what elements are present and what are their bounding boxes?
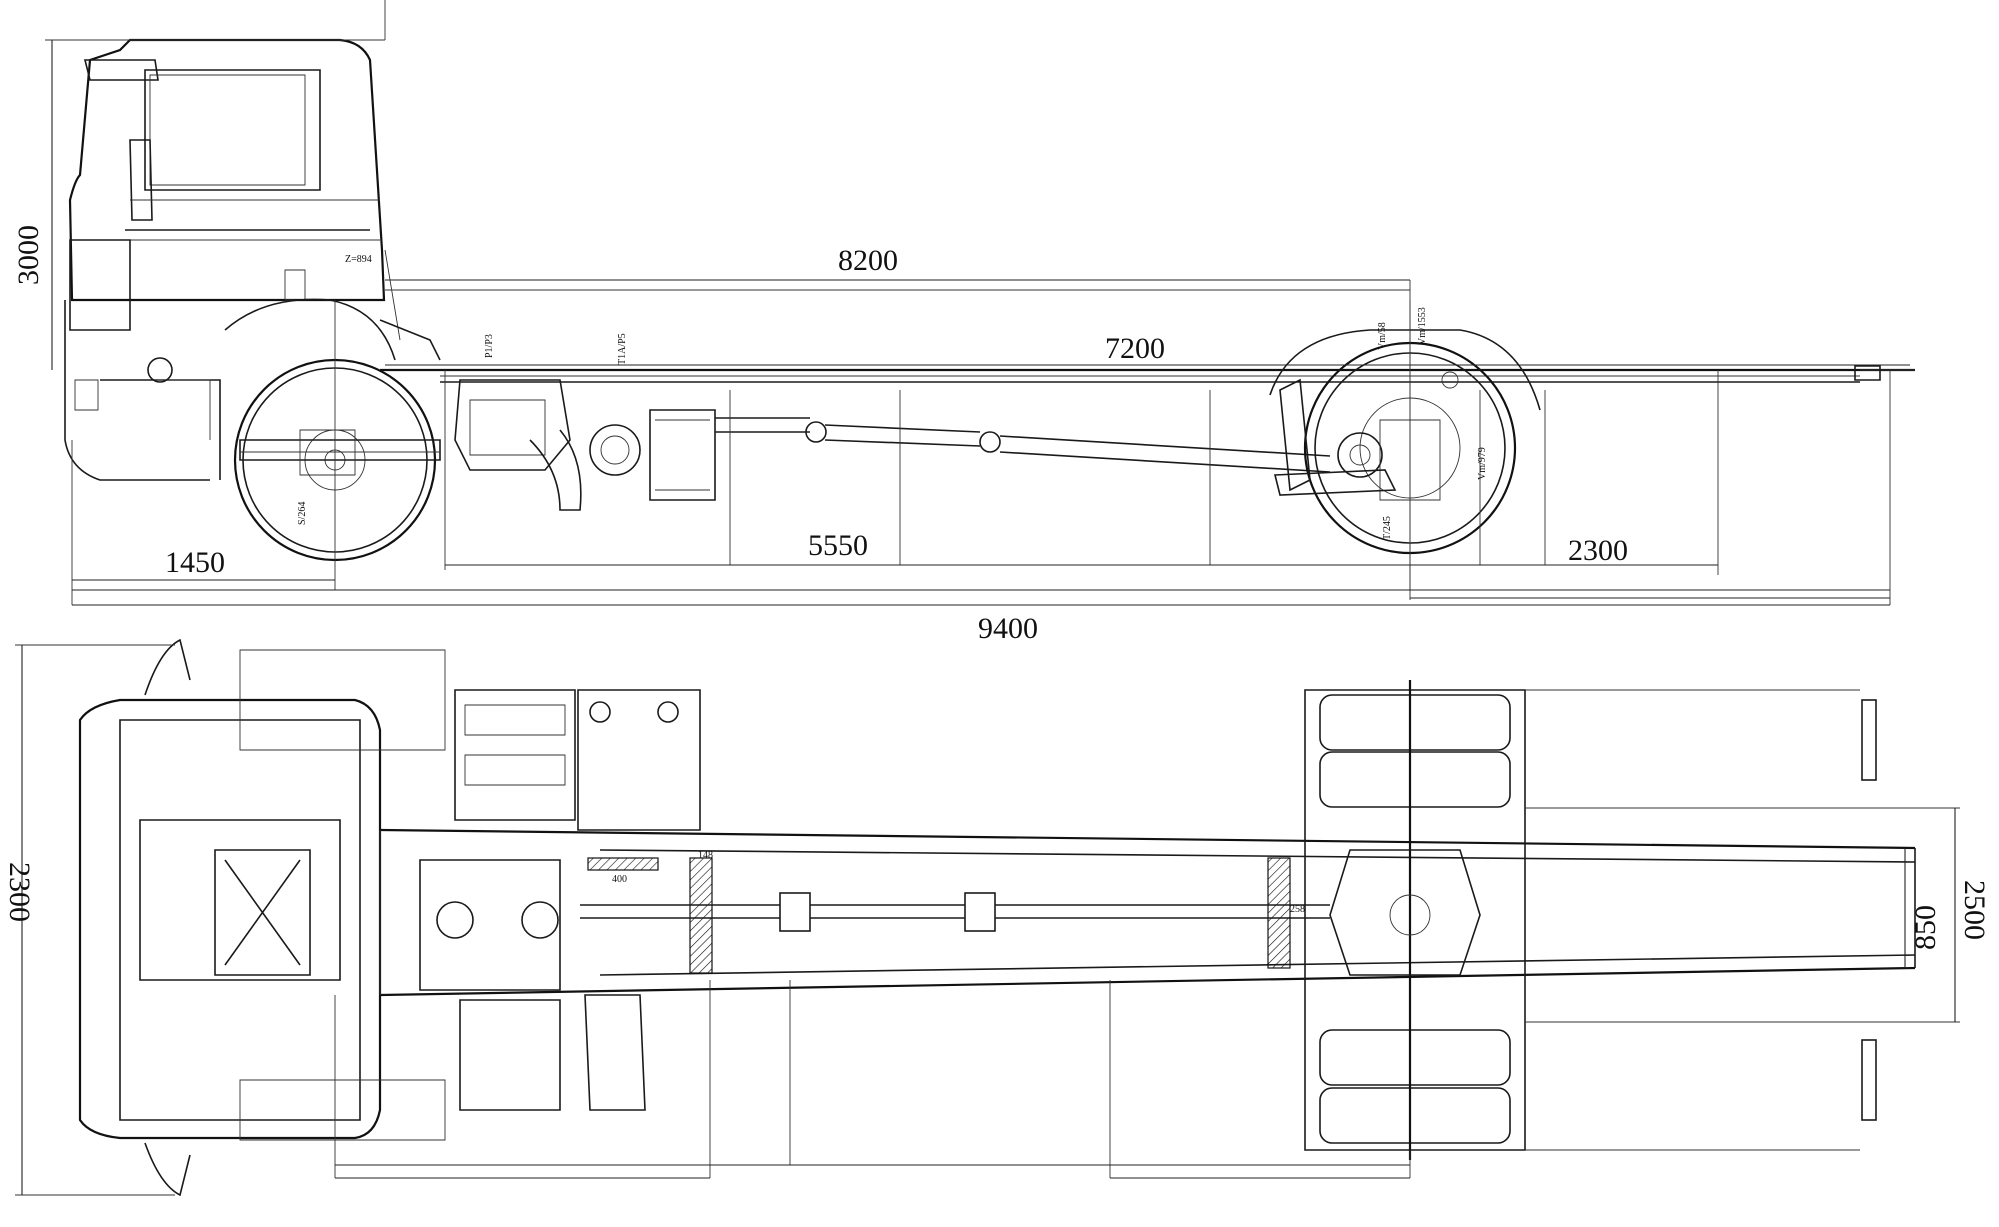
- label-vm1553: Vm/1553: [1417, 307, 1428, 345]
- dim-front-overhang: 1450: [72, 546, 335, 581]
- fuel-tank-side: [649, 409, 716, 501]
- frame-top: [379, 828, 1916, 997]
- front-wheel-side: [233, 358, 441, 562]
- label-t245: T/245: [1382, 516, 1393, 540]
- dim-front-overhang-label: 1450: [165, 546, 225, 579]
- top-small-labels: 148 400 258: [612, 850, 1305, 915]
- side-small-labels: Z=894 P1/P3 T1A/P5 Vm/58 Vm/1553 S/264 V…: [297, 254, 1488, 540]
- crossmembers: [587, 857, 1291, 974]
- dim-overall-length-label: 9400: [978, 612, 1038, 645]
- dim-middle-label: 5550: [808, 529, 868, 562]
- rear-lights-top: [1861, 699, 1877, 1121]
- label-vm979: Vm/979: [1477, 447, 1488, 480]
- dim-overall-width-label: 2500: [1958, 880, 1991, 940]
- label-z894: Z=894: [345, 254, 372, 265]
- label-400: 400: [612, 874, 627, 885]
- rear-wheel-side: [1269, 329, 1541, 555]
- dim-cab-width-label: 2300: [3, 862, 36, 922]
- gearbox-side: [454, 379, 641, 511]
- dim-cab-width: 2300: [3, 644, 175, 1196]
- dim-frame-length-label: 7200: [1105, 332, 1165, 365]
- cab-top: [78, 638, 446, 1197]
- dim-frame-width: 850: [1904, 848, 1942, 968]
- rear-axle-top: [1304, 680, 1526, 1160]
- dim-frame-width-label: 850: [1909, 905, 1942, 950]
- gearbox-top: [419, 689, 701, 1111]
- label-vm58: Vm/58: [1377, 322, 1388, 350]
- side-extension-lines: [71, 280, 1891, 605]
- dim-frame-length: 7200: [385, 332, 1910, 366]
- top-extension-lines: [334, 689, 1960, 1178]
- side-view: 3000 8200 7200 1450 5550 2300: [12, 0, 1915, 645]
- dim-overall-width: 2500: [1954, 808, 1991, 1022]
- label-148: 148: [698, 850, 713, 861]
- dim-rear-overhang-label: 2300: [1568, 534, 1628, 567]
- dim-wheelbase-total: 8200: [385, 244, 1410, 281]
- propshaft-top: [580, 892, 1330, 932]
- dim-wheelbase-total-label: 8200: [838, 244, 898, 277]
- top-bottom-dims: [335, 1164, 1410, 1179]
- dim-height-label: 3000: [12, 225, 45, 285]
- label-t1ap5: T1A/P5: [617, 333, 628, 365]
- dim-middle: 5550: [445, 529, 1410, 566]
- label-p1p3: P1/P3: [484, 334, 495, 358]
- label-s264: S/264: [297, 502, 308, 525]
- cab-side: [64, 38, 441, 481]
- top-view: 2300 850 2500 148 400 258: [3, 638, 1991, 1197]
- propshaft-side: [715, 417, 1331, 473]
- frame-side: [380, 365, 1915, 383]
- label-258: 258: [1290, 904, 1305, 915]
- dim-height: 3000: [12, 0, 386, 370]
- dim-overall-length: 9400: [72, 589, 1890, 645]
- dim-rear-overhang: 2300: [1410, 534, 1718, 567]
